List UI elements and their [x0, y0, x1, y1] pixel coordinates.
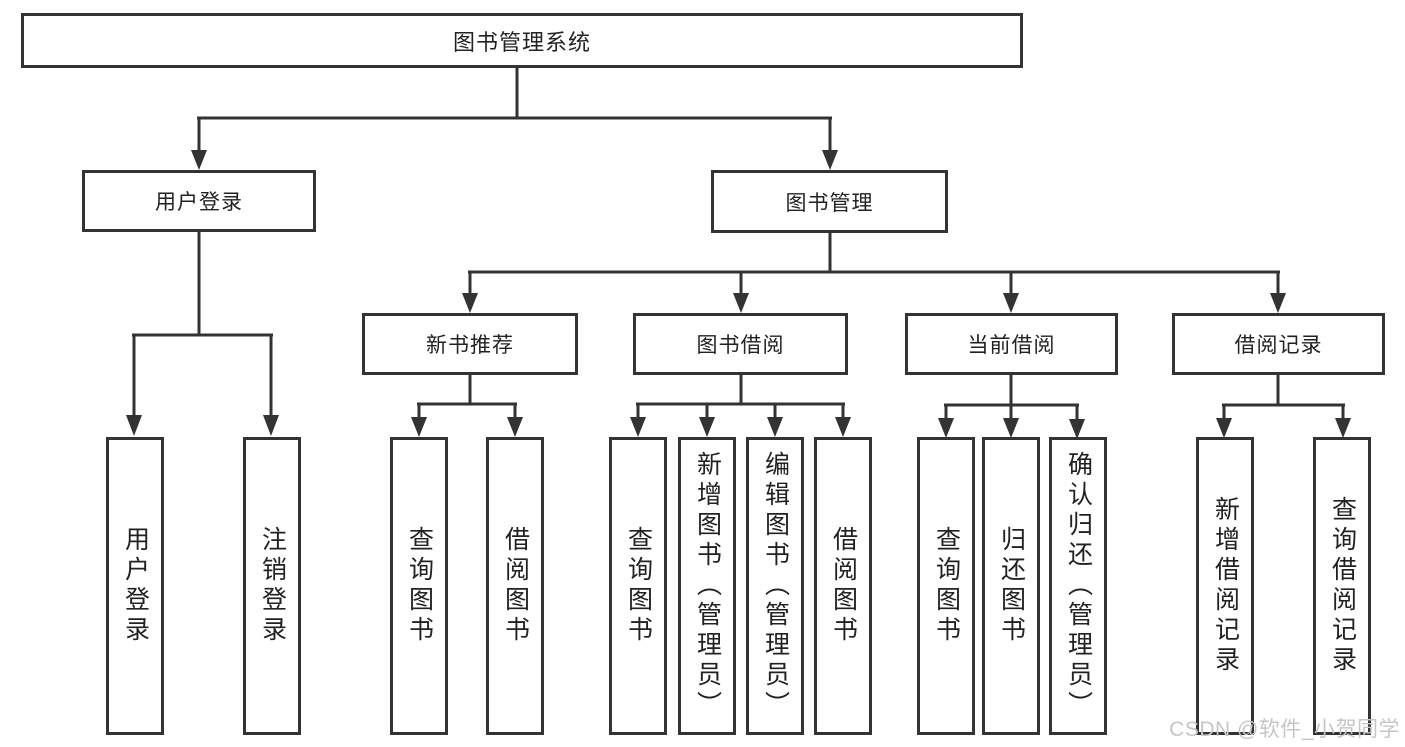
leaf-label: 新增图书（管理员）: [693, 451, 722, 721]
leaf-borrowing-edit-books-admin: 编辑图书（管理员）: [746, 437, 804, 735]
leaf-label: 查询图书: [624, 526, 653, 646]
node-label: 图书管理系统: [452, 29, 591, 55]
leaf-label: 新增借阅记录: [1211, 496, 1240, 676]
node-new-book-recommendation: 新书推荐: [362, 313, 578, 375]
node-library-management-system: 图书管理系统: [21, 13, 1023, 68]
node-label: 当前借阅: [967, 334, 1056, 357]
node-user-login: 用户登录: [82, 170, 316, 232]
leaf-records-add-borrow-record: 新增借阅记录: [1196, 437, 1254, 735]
node-current-borrowing: 当前借阅: [905, 313, 1118, 375]
leaf-current-return-books: 归还图书: [982, 437, 1040, 735]
leaf-newbook-query-books: 查询图书: [390, 437, 448, 735]
leaf-label: 确认归还（管理员）: [1064, 451, 1093, 721]
leaf-label: 借阅图书: [501, 526, 530, 646]
leaf-label: 查询借阅记录: [1328, 496, 1357, 676]
leaf-label: 查询图书: [405, 526, 434, 646]
node-book-borrowing: 图书借阅: [633, 313, 848, 375]
leaf-newbook-borrow-books: 借阅图书: [486, 437, 544, 735]
node-label: 借阅记录: [1234, 334, 1323, 357]
leaf-logout: 注销登录: [243, 437, 301, 735]
leaf-records-query-borrow-record: 查询借阅记录: [1313, 437, 1371, 735]
node-label: 新书推荐: [426, 334, 514, 357]
leaf-user-login: 用户登录: [106, 437, 164, 735]
leaf-current-query-books: 查询图书: [917, 437, 975, 735]
leaf-current-confirm-return-admin: 确认归还（管理员）: [1049, 437, 1107, 735]
leaf-borrowing-add-books-admin: 新增图书（管理员）: [678, 437, 736, 735]
node-book-management: 图书管理: [711, 170, 948, 233]
node-label: 图书借阅: [696, 334, 785, 357]
leaf-borrowing-query-books: 查询图书: [609, 437, 667, 735]
leaf-label: 归还图书: [997, 526, 1026, 646]
leaf-label: 注销登录: [258, 526, 287, 646]
leaf-label: 查询图书: [932, 526, 961, 646]
node-label: 图书管理: [785, 191, 874, 215]
leaf-label: 编辑图书（管理员）: [761, 451, 790, 721]
node-label: 用户登录: [155, 191, 243, 214]
leaf-borrowing-borrow-books: 借阅图书: [814, 437, 872, 735]
watermark: CSDN @软件_小贺同学: [1169, 718, 1400, 741]
leaf-label: 借阅图书: [829, 526, 858, 646]
node-borrowing-records: 借阅记录: [1172, 313, 1385, 375]
leaf-label: 用户登录: [121, 526, 150, 646]
